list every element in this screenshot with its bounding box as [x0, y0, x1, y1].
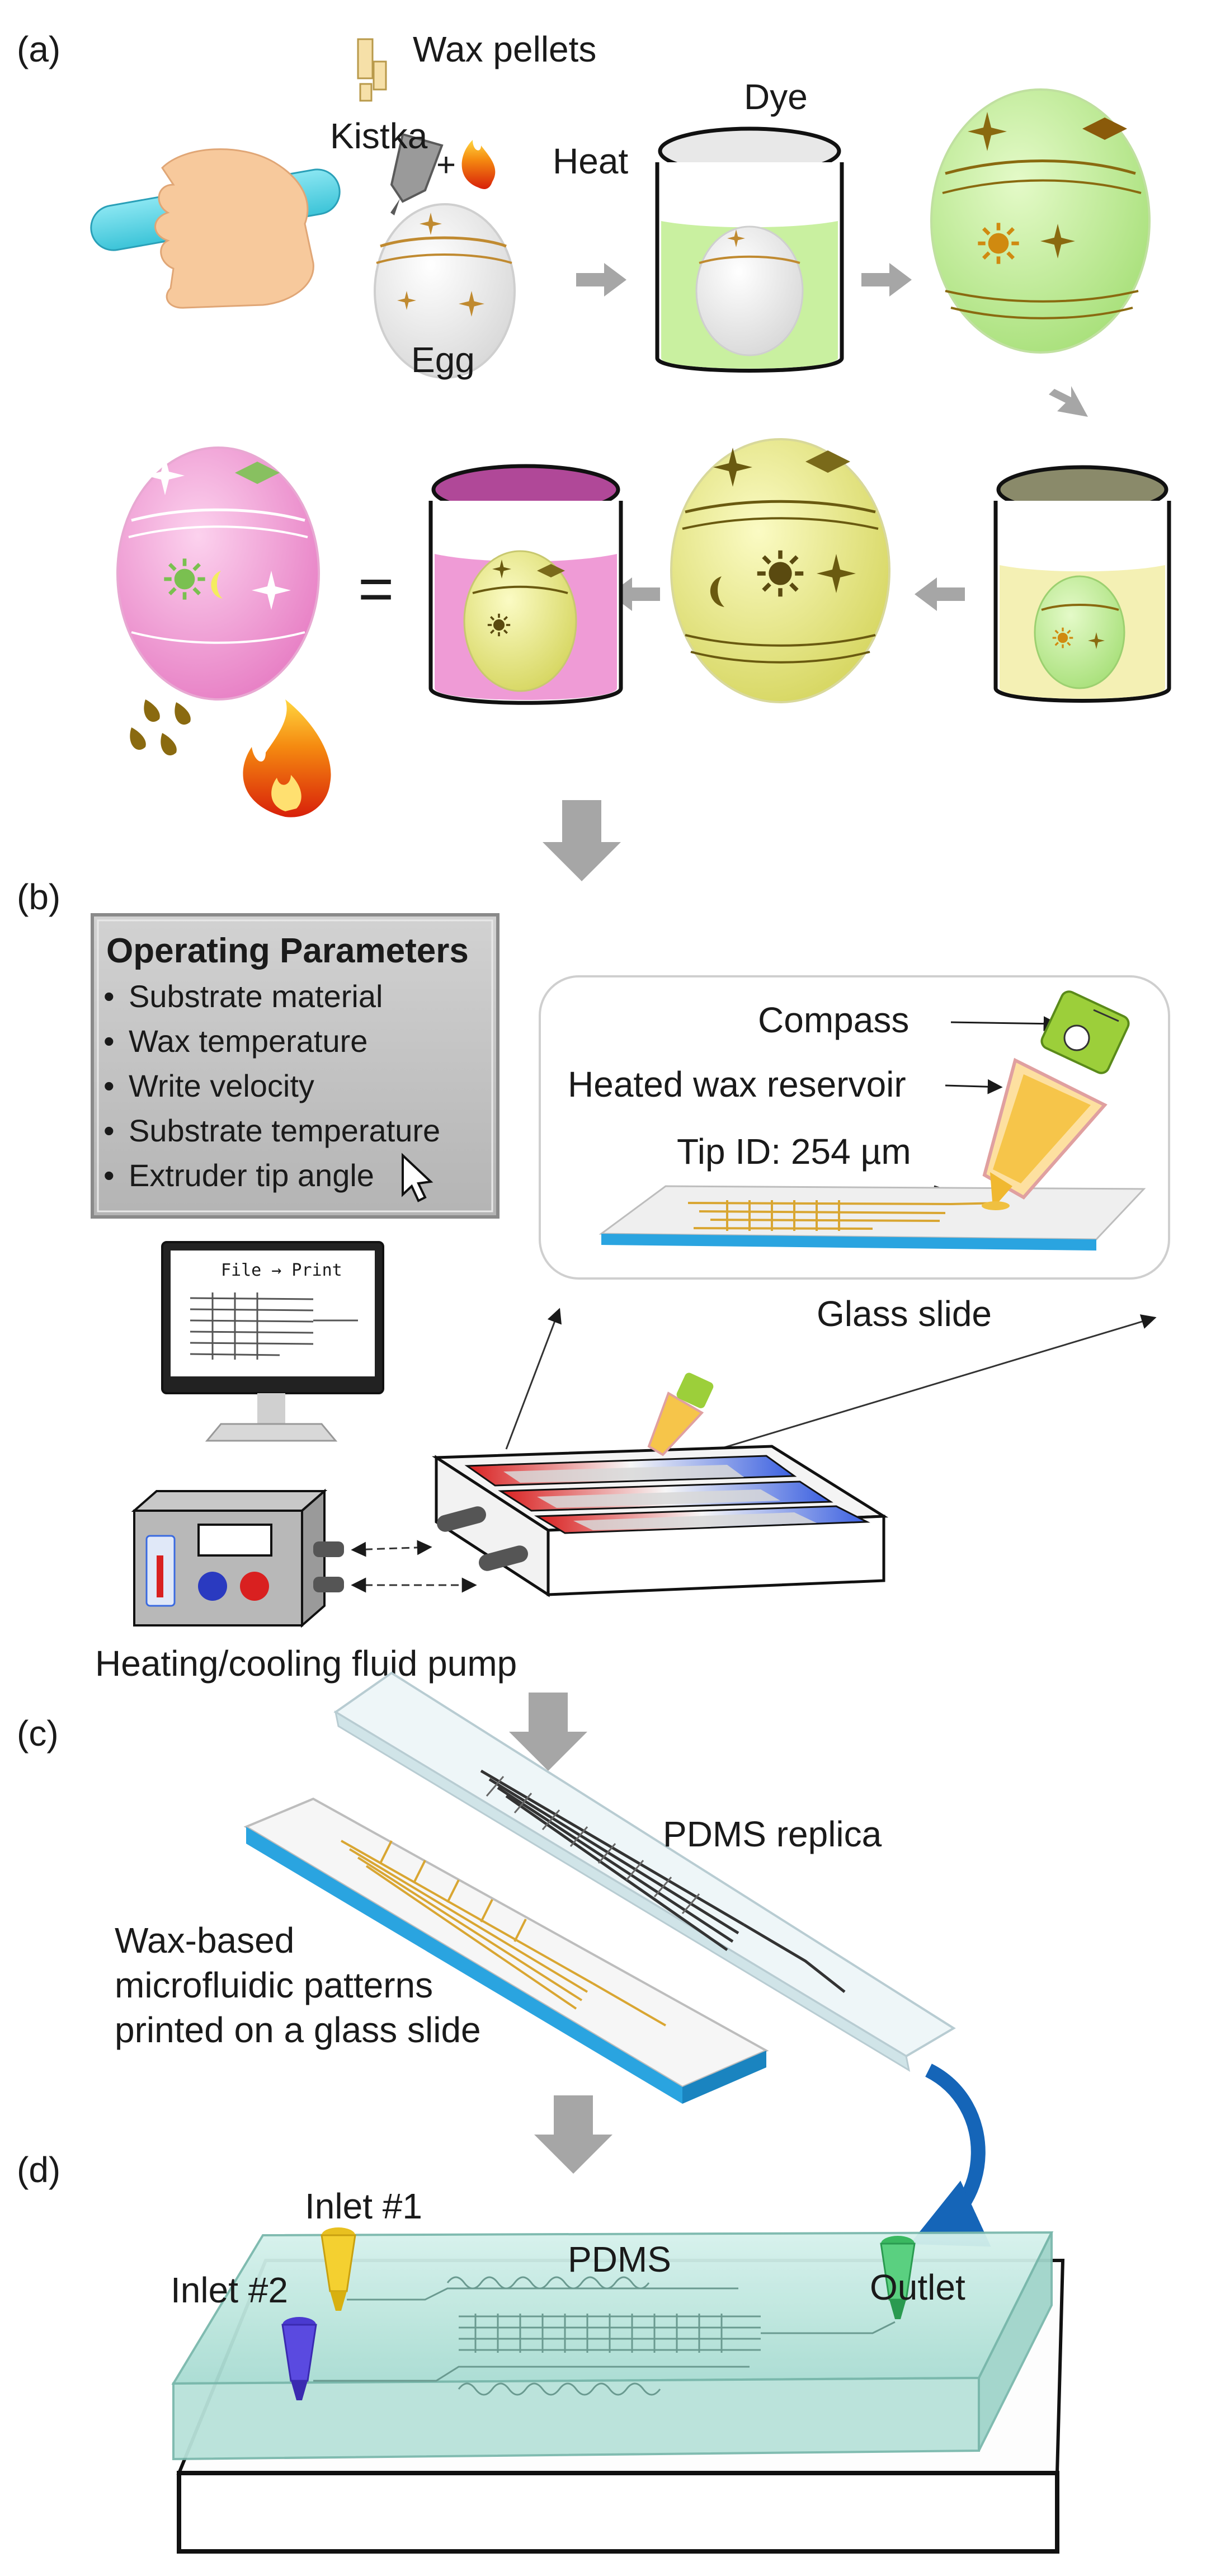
- printing-callout-box: Compass Heated wax reservoir Tip ID: 254…: [539, 975, 1170, 1280]
- heated-wax-reservoir-label: Heated wax reservoir: [568, 1064, 906, 1104]
- mouse-cursor-icon: [402, 1153, 433, 1202]
- param-bullet: •: [103, 1113, 115, 1148]
- bonded-pdms-device: [171, 2231, 1065, 2554]
- inlet-2-label: Inlet #2: [171, 2270, 288, 2310]
- callout-connector-right: [690, 1314, 1157, 1459]
- pdms-label: PDMS: [568, 2239, 671, 2279]
- pdms-replica: [333, 1671, 956, 2072]
- param-bullet: •: [103, 1068, 115, 1103]
- operating-parameters-box: Operating Parameters • Substrate materia…: [91, 913, 500, 1219]
- inlet-1-tube-icon: [321, 2227, 356, 2311]
- arrow-down-a3: [1049, 386, 1088, 417]
- egg-label: Egg: [411, 340, 475, 380]
- arrow-down-ab: [543, 800, 621, 881]
- arrow-right-a1: [576, 263, 626, 297]
- outlet-label: Outlet: [870, 2267, 965, 2307]
- hand-with-kistka-icon: [90, 148, 341, 309]
- egg-white: [374, 203, 516, 379]
- param-bullet: •: [103, 1158, 115, 1193]
- plus-sign: +: [436, 146, 456, 184]
- arrow-right-a2: [861, 263, 912, 297]
- flame-icon-large: [243, 699, 331, 817]
- wax-pellets-label: Wax pellets: [413, 29, 596, 69]
- inlet-1-label: Inlet #1: [305, 2186, 422, 2226]
- panel-label-a: (a): [17, 29, 60, 69]
- dye-jar-pink: [428, 464, 623, 705]
- param-substrate-material: Substrate material: [129, 979, 383, 1014]
- wax-patterns-label-line2: microfluidic patterns: [115, 1965, 433, 2005]
- kistka-label: Kistka: [330, 116, 428, 156]
- param-bullet: •: [103, 1023, 115, 1059]
- callout-connector-left: [505, 1308, 562, 1450]
- glass-slide-label: Glass slide: [817, 1294, 992, 1334]
- dye-jar-green: [655, 126, 844, 373]
- param-wax-temperature: Wax temperature: [129, 1023, 367, 1059]
- dye-label: Dye: [744, 77, 808, 117]
- kistka-tool-icon: [390, 133, 444, 215]
- egg-pink: [116, 446, 320, 701]
- pump-label: Heating/cooling fluid pump: [95, 1643, 517, 1684]
- panel-label-b: (b): [17, 877, 60, 917]
- param-bullet: •: [103, 979, 115, 1014]
- pdms-replica-label: PDMS replica: [663, 1814, 882, 1854]
- pump-hose-line-top: [351, 1540, 432, 1557]
- equals-sign: =: [358, 554, 394, 623]
- compass-label: Compass: [758, 1000, 909, 1040]
- arrow-left-a4: [915, 577, 965, 611]
- tip-id-label: Tip ID: 254 µm: [677, 1131, 911, 1172]
- heated-wax-reservoir-icon: [982, 1057, 1108, 1210]
- arrow-down-bc: [509, 1693, 587, 1771]
- melted-wax-drips-icon: [130, 699, 191, 756]
- wax-pattern-on-slide: [687, 1200, 1002, 1231]
- temperature-controlled-stage: [431, 1372, 889, 1597]
- wax-patterns-label-line3: printed on a glass slide: [115, 2010, 481, 2050]
- flame-icon-small: [461, 140, 496, 189]
- monitor-file-print-text: File → Print: [221, 1261, 342, 1280]
- inlet-2-tube-icon: [281, 2317, 317, 2400]
- dye-jar-yellow: [993, 465, 1171, 703]
- wax-pellets-icon: [357, 38, 387, 102]
- egg-green: [930, 88, 1151, 354]
- compass-icon: [1040, 990, 1130, 1074]
- param-extruder-tip-angle: Extruder tip angle: [129, 1158, 374, 1193]
- panel-label-d: (d): [17, 2150, 60, 2190]
- heating-cooling-pump-icon: [131, 1488, 344, 1628]
- operating-parameters-title: Operating Parameters: [106, 932, 469, 970]
- arrow-down-cd: [534, 2095, 612, 2174]
- glass-slide-edge: [601, 1234, 1096, 1251]
- outlet-tube-icon: [880, 2236, 916, 2319]
- param-substrate-temperature: Substrate temperature: [129, 1113, 440, 1148]
- computer-monitor-icon: File → Print: [161, 1241, 384, 1442]
- heat-label: Heat: [553, 141, 628, 181]
- param-write-velocity: Write velocity: [129, 1068, 314, 1103]
- wax-patterns-label-line1: Wax-based: [115, 1920, 294, 1961]
- wax-patterned-glass-slide: [243, 1797, 769, 2104]
- panel-label-c: (c): [17, 1713, 59, 1754]
- assembly-curved-arrow: [910, 2063, 991, 2247]
- egg-yellow: [670, 438, 890, 703]
